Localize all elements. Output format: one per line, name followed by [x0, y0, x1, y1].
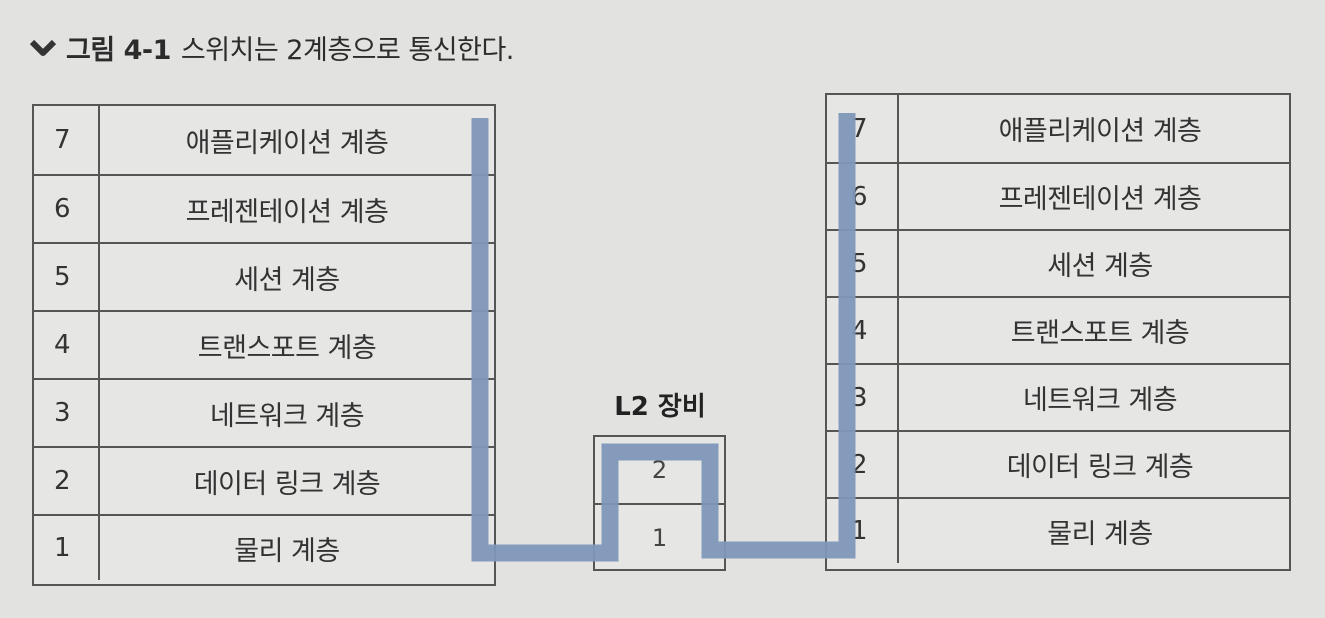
layer-number: 1	[827, 499, 899, 563]
right-layer-row-4: 4 트랜스포트 계층	[827, 296, 1289, 363]
layer-number: 2	[34, 448, 100, 514]
left-layer-row-5: 5 세션 계층	[34, 242, 494, 310]
l2-device: 2 1	[593, 435, 726, 571]
right-layer-row-5: 5 세션 계층	[827, 229, 1289, 296]
left-osi-stack: 7 애플리케이션 계층 6 프레젠테이션 계층 5 세션 계층 4 트랜스포트 …	[32, 104, 496, 586]
right-osi-stack: 7 애플리케이션 계층 6 프레젠테이션 계층 5 세션 계층 4 트랜스포트 …	[825, 93, 1291, 571]
layer-name: 물리 계층	[234, 535, 340, 567]
layer-number: 7	[34, 106, 100, 174]
layer-name: 프레젠테이션 계층	[185, 196, 389, 228]
layer-name: 프레젠테이션 계층	[998, 184, 1202, 215]
left-layer-row-7: 7 애플리케이션 계층	[34, 106, 494, 174]
layer-name: 세션 계층	[1047, 251, 1153, 282]
left-layer-row-1: 1 물리 계층	[34, 514, 494, 580]
right-layer-row-6: 6 프레젠테이션 계층	[827, 162, 1289, 229]
layer-number: 4	[34, 312, 100, 378]
left-layer-row-6: 6 프레젠테이션 계층	[34, 174, 494, 242]
layer-number: 3	[34, 380, 100, 446]
device-layer-2: 2	[651, 456, 668, 484]
layer-number: 1	[34, 516, 100, 580]
right-layer-row-2: 2 데이터 링크 계층	[827, 430, 1289, 497]
layer-name: 세션 계층	[234, 264, 340, 296]
layer-name: 애플리케이션 계층	[185, 127, 389, 159]
device-title: L2 장비	[614, 392, 706, 422]
left-layer-row-3: 3 네트워크 계층	[34, 378, 494, 446]
device-layer-1: 1	[595, 503, 724, 571]
layer-number: 7	[827, 95, 899, 162]
right-layer-row-7: 7 애플리케이션 계층	[827, 95, 1289, 162]
layer-name: 애플리케이션 계층	[998, 116, 1202, 147]
layer-name: 데이터 링크 계층	[1006, 452, 1194, 483]
layer-number: 6	[827, 164, 899, 229]
layer-name: 데이터 링크 계층	[193, 468, 381, 500]
layer-number: 5	[827, 231, 899, 296]
layer-name: 트랜스포트 계층	[197, 332, 377, 364]
figure-title: 스위치는 2계층으로 통신한다.	[180, 35, 515, 66]
layer-name: 네트워크 계층	[209, 400, 365, 432]
right-layer-row-3: 3 네트워크 계층	[827, 363, 1289, 430]
figure-label: 그림 4-1	[66, 35, 171, 66]
left-layer-row-2: 2 데이터 링크 계층	[34, 446, 494, 514]
chevron-down-icon	[30, 39, 56, 56]
layer-number: 5	[34, 244, 100, 310]
layer-number: 3	[827, 365, 899, 430]
figure-caption: 그림 4-1 스위치는 2계층으로 통신한다.	[30, 28, 514, 67]
layer-number: 2	[827, 432, 899, 497]
layer-number: 4	[827, 298, 899, 363]
right-layer-row-1: 1 물리 계층	[827, 497, 1289, 563]
layer-name: 물리 계층	[1047, 518, 1153, 550]
layer-number: 6	[34, 176, 100, 242]
layer-name: 트랜스포트 계층	[1010, 318, 1190, 349]
layer-name: 네트워크 계층	[1022, 385, 1178, 416]
left-layer-row-4: 4 트랜스포트 계층	[34, 310, 494, 378]
